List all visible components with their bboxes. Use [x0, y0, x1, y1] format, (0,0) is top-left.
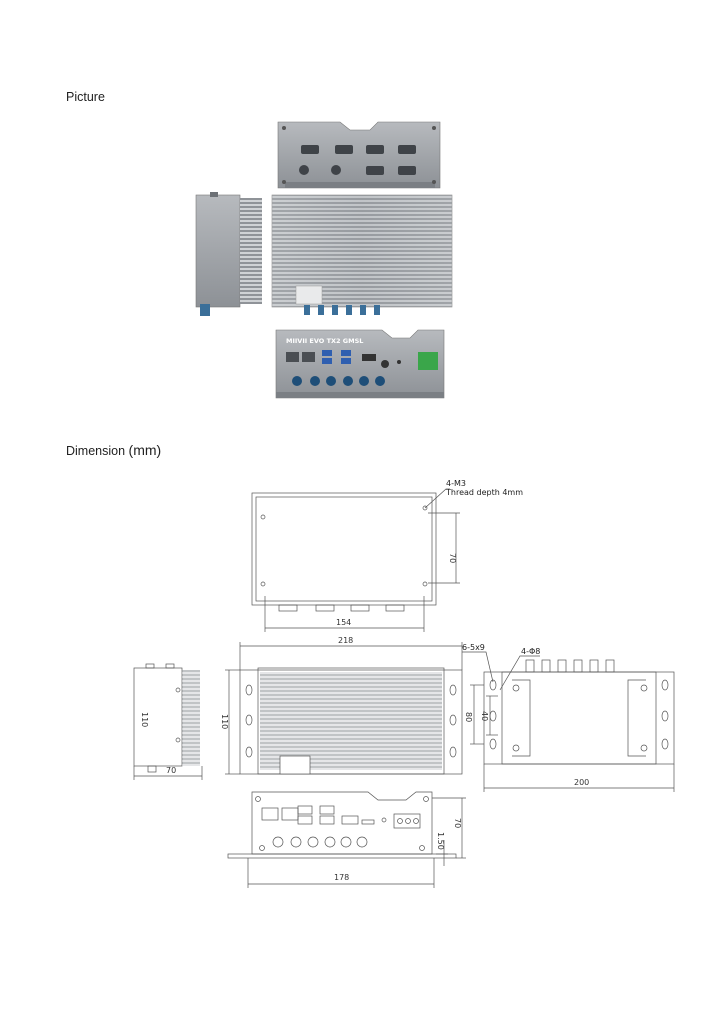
dim-side-height: 110	[140, 712, 149, 727]
brand-label: MIIVII EVO TX2 GMSL	[286, 337, 363, 345]
dim-rear-height: 70	[453, 818, 462, 828]
dim-top-height: 70	[448, 553, 457, 563]
dim-front-height: 110	[220, 714, 229, 729]
drawing-top-view	[251, 488, 460, 632]
drawing-rear-view	[227, 791, 466, 888]
photo-side-view	[195, 192, 262, 316]
slot-spec-note: 6-5x9	[462, 643, 485, 652]
drawing-bottom-view	[462, 651, 675, 792]
picture-heading-text: Picture	[66, 90, 105, 104]
dimension-heading-text: Dimension	[66, 444, 126, 458]
dim-bottom-hole-span: 40	[480, 711, 489, 721]
drawing-side-view	[133, 663, 203, 780]
dim-bottom-slot-span: 80	[464, 712, 473, 722]
dim-side-depth: 70	[166, 766, 176, 775]
photo-front-panel: MIIVII EVO TX2 GMSL	[275, 329, 445, 399]
dim-bottom-width: 200	[574, 778, 589, 787]
dim-rear-width: 178	[334, 873, 349, 882]
dimension-unit: (mm)	[128, 442, 162, 458]
picture-heading: Picture	[66, 90, 105, 104]
dim-top-width: 154	[336, 618, 351, 627]
drawing-front-view	[225, 642, 463, 775]
hole-dia-note: 4-Φ8	[521, 647, 540, 656]
photo-heatsink-top	[271, 194, 453, 315]
hole-spec-note: 4-M3	[446, 479, 466, 488]
dimension-heading: Dimension (mm)	[66, 442, 161, 458]
thread-depth-note: Thread depth 4mm	[445, 488, 523, 497]
dim-rear-flange: 1.50	[436, 832, 445, 850]
photo-top-panel	[277, 121, 441, 189]
dim-front-width: 218	[338, 636, 353, 645]
